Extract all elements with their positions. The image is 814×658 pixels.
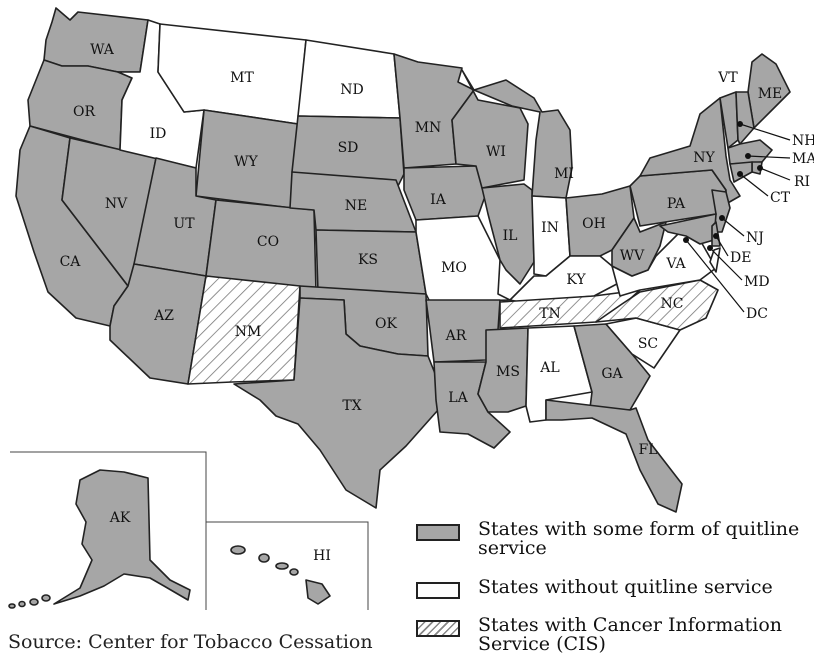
- label-pa: PA: [667, 196, 686, 212]
- label-ky: KY: [566, 272, 586, 288]
- state-sd[interactable]: [291, 115, 405, 191]
- label-il: IL: [503, 228, 518, 244]
- label-ia: IA: [430, 192, 447, 208]
- label-ma: MA: [792, 151, 814, 167]
- inset-frame: [10, 451, 207, 610]
- legend-item-quitline: States with some form of quitline servic…: [416, 520, 808, 558]
- label-ks: KS: [358, 252, 378, 268]
- state-mi[interactable]: [473, 79, 573, 199]
- label-tn: TN: [539, 306, 561, 322]
- legend-swatch-quitline: [416, 524, 460, 541]
- label-ut: UT: [173, 216, 195, 232]
- label-ny: NY: [693, 150, 715, 166]
- label-mi: MI: [554, 166, 574, 182]
- legend-swatch-cis: [416, 620, 460, 637]
- label-ar: AR: [445, 328, 467, 344]
- label-mo: MO: [441, 260, 467, 276]
- label-nc: NC: [661, 296, 684, 312]
- label-sc: SC: [638, 336, 658, 352]
- label-in: IN: [541, 220, 559, 236]
- legend-item-cis: States with Cancer Information Service (…: [416, 616, 808, 654]
- label-tx: TX: [342, 398, 361, 414]
- label-wi: WI: [486, 144, 506, 160]
- label-mt: MT: [230, 70, 254, 86]
- label-co: CO: [257, 234, 279, 250]
- callout-line: [685, 239, 745, 313]
- label-wv: WV: [620, 248, 645, 264]
- state-fl[interactable]: [545, 399, 683, 513]
- label-fl: FL: [638, 442, 657, 458]
- label-ca: CA: [60, 254, 82, 270]
- state-ia[interactable]: [403, 165, 489, 221]
- label-de: DE: [730, 250, 751, 266]
- label-wa: WA: [90, 42, 115, 58]
- state-nh[interactable]: [735, 91, 755, 145]
- state-nm[interactable]: [187, 275, 301, 385]
- label-ct: CT: [770, 190, 791, 206]
- callout-line: [747, 155, 791, 159]
- label-az: AZ: [153, 308, 174, 324]
- state-wa[interactable]: [43, 7, 149, 73]
- label-ak: AK: [109, 510, 131, 526]
- label-ok: OK: [375, 316, 397, 332]
- label-nm: NM: [235, 324, 262, 340]
- legend-item-no-quitline: States without quitline service: [416, 578, 808, 599]
- label-ms: MS: [496, 364, 520, 380]
- label-oh: OH: [582, 216, 606, 232]
- callout-line: [709, 247, 743, 281]
- state-md[interactable]: [659, 213, 717, 245]
- label-mn: MN: [415, 120, 442, 136]
- callout-line: [759, 167, 791, 181]
- state-tx[interactable]: [233, 297, 439, 509]
- state-ak[interactable]: [53, 469, 191, 605]
- label-ri: RI: [794, 174, 810, 190]
- state-nc[interactable]: [595, 279, 719, 331]
- label-or: OR: [73, 104, 95, 120]
- state-va-peninsula: [709, 247, 721, 273]
- label-nh: NH: [792, 133, 814, 149]
- label-id: ID: [150, 126, 167, 142]
- state-ny[interactable]: [639, 97, 741, 205]
- legend-label-no-quitline: States without quitline service: [478, 576, 773, 598]
- label-dc: DC: [746, 306, 768, 322]
- state-il[interactable]: [481, 183, 535, 285]
- label-la: LA: [448, 390, 468, 406]
- source-note: Source: Center for Tobacco Cessation: [8, 631, 373, 653]
- callout-line: [721, 217, 745, 237]
- label-wy: WY: [234, 154, 258, 170]
- legend-label-cis: States with Cancer Information Service (…: [478, 614, 783, 655]
- label-me: ME: [758, 86, 783, 102]
- label-hi: HI: [313, 548, 331, 564]
- label-sd: SD: [338, 140, 359, 156]
- callout-line: [739, 173, 769, 197]
- callout-line: [739, 123, 791, 141]
- label-ga: GA: [601, 366, 623, 382]
- label-nd: ND: [340, 82, 363, 98]
- legend-label-quitline: States with some form of quitline servic…: [478, 518, 800, 559]
- label-vt: VT: [717, 70, 738, 86]
- label-al: AL: [539, 360, 559, 376]
- legend-swatch-no-quitline: [416, 582, 460, 599]
- label-va: VA: [665, 256, 686, 272]
- label-ne: NE: [345, 198, 367, 214]
- state-nd[interactable]: [297, 39, 401, 119]
- ak-islands: [8, 594, 51, 609]
- inset-frame: [206, 521, 369, 610]
- state-hi[interactable]: [230, 545, 331, 605]
- label-md: MD: [744, 274, 770, 290]
- label-nv: NV: [105, 196, 128, 212]
- state-wv[interactable]: [611, 217, 667, 277]
- callout-line: [715, 235, 729, 257]
- label-nj: NJ: [746, 230, 764, 246]
